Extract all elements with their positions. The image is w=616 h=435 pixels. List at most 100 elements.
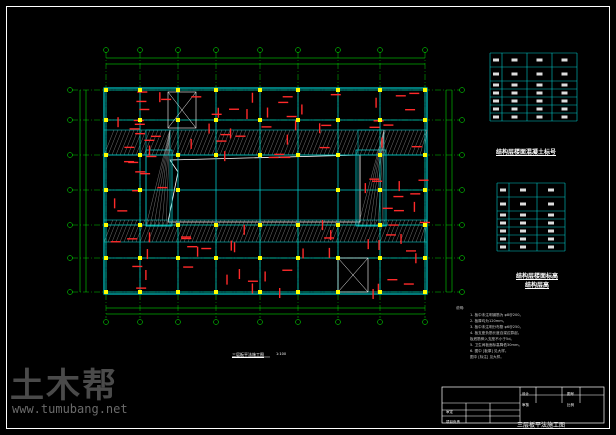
axis-bubble bbox=[67, 187, 73, 193]
tb-drawing-no: 图号 bbox=[567, 392, 574, 396]
hatch-line bbox=[145, 129, 171, 227]
column bbox=[378, 153, 382, 157]
hatch-line bbox=[199, 129, 211, 156]
hatch-line bbox=[199, 219, 209, 243]
hatch-line bbox=[315, 129, 327, 156]
hatch-line bbox=[235, 219, 245, 243]
drawing-border bbox=[6, 6, 610, 429]
hatch-line bbox=[403, 219, 413, 243]
hatch-line bbox=[307, 219, 317, 243]
axis-bubble bbox=[335, 47, 341, 53]
note-line: 1. 板中未注明钢筋为 φ8@200。 bbox=[470, 313, 524, 317]
hatch-line bbox=[307, 129, 319, 156]
hatch-line bbox=[335, 219, 345, 243]
hatch-line bbox=[295, 219, 305, 243]
column bbox=[104, 223, 108, 227]
column bbox=[296, 118, 300, 122]
hatch-line bbox=[191, 219, 201, 243]
hatch-line bbox=[423, 129, 428, 156]
table-cell-text bbox=[561, 107, 568, 111]
column bbox=[258, 88, 262, 92]
hatch-line bbox=[361, 129, 385, 227]
hatch-line bbox=[327, 129, 339, 156]
column bbox=[176, 256, 180, 260]
column bbox=[138, 153, 142, 157]
note-line: 5. 卫生间板面标高降低30mm。 bbox=[470, 343, 523, 347]
hatch-line bbox=[203, 129, 215, 156]
hatch-line bbox=[103, 129, 115, 156]
column bbox=[378, 118, 382, 122]
hatch-line bbox=[267, 219, 277, 243]
hatch-line bbox=[323, 129, 335, 156]
table-cell-text bbox=[500, 213, 506, 217]
table-cell-text bbox=[536, 115, 543, 119]
hatch-line bbox=[183, 129, 195, 156]
hatch-line bbox=[159, 219, 169, 243]
hatch-line bbox=[391, 219, 401, 243]
table-cell-text bbox=[493, 115, 499, 119]
hatch-line bbox=[355, 219, 365, 243]
table-cell-text bbox=[536, 72, 543, 76]
table-cell-text bbox=[493, 99, 499, 103]
axis-bubble bbox=[459, 87, 465, 93]
note-line: 板底筋伸入支座不小于5d。 bbox=[470, 337, 515, 341]
hatch-line bbox=[411, 219, 421, 243]
axis-bubble bbox=[175, 319, 181, 325]
hatch-line bbox=[149, 129, 171, 227]
hatch-line bbox=[407, 129, 419, 156]
hatch-line bbox=[231, 129, 243, 156]
hatch-line bbox=[239, 129, 251, 156]
hatch-line bbox=[195, 129, 207, 156]
hatch-line bbox=[267, 129, 279, 156]
hatch-line bbox=[363, 219, 373, 243]
table-cell-text bbox=[561, 58, 568, 62]
hatch-line bbox=[111, 219, 121, 243]
hatch-line bbox=[295, 129, 307, 156]
hatch-line bbox=[247, 219, 257, 243]
note-line: 6. 图中 [板厚] 见大样。 bbox=[470, 349, 509, 353]
table-cell-text bbox=[561, 91, 568, 95]
stair-opening bbox=[167, 91, 197, 129]
column bbox=[336, 223, 340, 227]
axis-bubble bbox=[137, 47, 143, 53]
table-cell-text bbox=[493, 72, 499, 76]
column bbox=[423, 256, 427, 260]
axis-bubble bbox=[257, 47, 263, 53]
table-cell-text bbox=[520, 237, 526, 241]
column bbox=[336, 153, 340, 157]
hatch-line bbox=[161, 129, 171, 227]
axis-bubble bbox=[459, 255, 465, 261]
column bbox=[258, 153, 262, 157]
hatch-line bbox=[215, 219, 225, 243]
hatch-line bbox=[279, 219, 289, 243]
hatch-line bbox=[103, 219, 113, 243]
column bbox=[104, 188, 108, 192]
hatch-line bbox=[319, 129, 331, 156]
hatch-line bbox=[275, 219, 285, 243]
axis-bubble bbox=[377, 319, 383, 325]
table-cell-text bbox=[548, 188, 554, 192]
column bbox=[296, 256, 300, 260]
column bbox=[258, 290, 262, 294]
hatch-line bbox=[359, 129, 371, 156]
hatch-line bbox=[351, 219, 361, 243]
corridor-slab bbox=[103, 219, 428, 243]
notes-title: 说明: bbox=[456, 306, 465, 310]
concrete-table-title: 结构层楼面混凝土标号 bbox=[496, 149, 557, 156]
column bbox=[104, 118, 108, 122]
hatch-line bbox=[259, 219, 269, 243]
hatch-line bbox=[379, 129, 391, 156]
hatch-line bbox=[211, 129, 223, 156]
hatch-line bbox=[347, 219, 357, 243]
column bbox=[336, 290, 340, 294]
hatch-line bbox=[111, 129, 123, 156]
hatch-line bbox=[343, 129, 355, 156]
courtyard-opening bbox=[167, 154, 361, 223]
table-cell-text bbox=[500, 188, 506, 192]
hatch-line bbox=[351, 129, 363, 156]
table-cell-text bbox=[561, 72, 568, 76]
column bbox=[296, 153, 300, 157]
table-cell-text bbox=[520, 245, 526, 249]
hatch-line bbox=[407, 219, 417, 243]
